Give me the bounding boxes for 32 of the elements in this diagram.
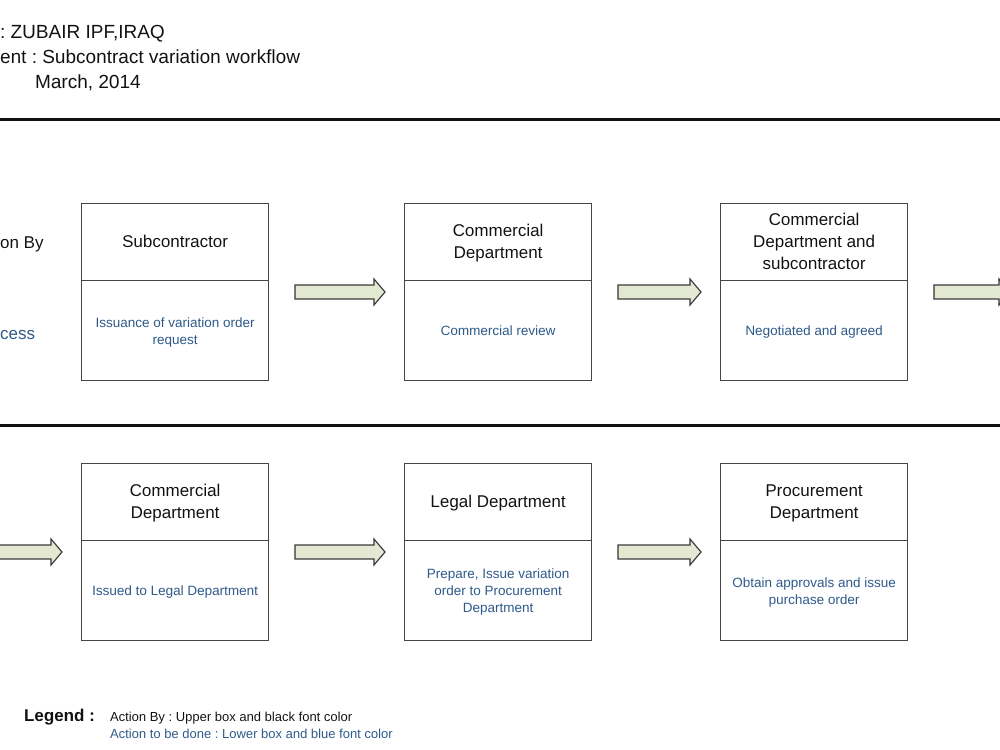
process-box — [404, 463, 592, 641]
block-arrow — [617, 537, 702, 567]
block-arrow — [933, 277, 1000, 307]
process-box — [404, 203, 592, 381]
action-text: Issued to Legal Department — [91, 582, 259, 600]
actor-text: Legal Department — [429, 491, 567, 513]
action-text: Prepare, Issue variation order to Procurement Department — [426, 565, 570, 617]
actor-text: Procurement Department — [764, 480, 864, 524]
action-text: Issuance of variation order request — [94, 314, 256, 349]
process-box — [720, 203, 908, 381]
legend-title: Legend : — [24, 706, 95, 726]
block-arrow — [294, 537, 386, 567]
title-text: : ZUBAIR IPF,IRAQ — [0, 22, 165, 44]
process-box — [81, 203, 269, 381]
actor-text: Commercial Department — [128, 480, 222, 524]
process-box — [720, 463, 908, 641]
action-text: Obtain approvals and issue purchase order — [731, 574, 897, 609]
process-box — [81, 463, 269, 641]
title-text: ent : Subcontract variation workflow — [0, 47, 300, 69]
legend-text: Action to be done : Lower box and blue font color — [110, 726, 393, 741]
action-text: Commercial review — [440, 322, 556, 340]
action-text: Negotiated and agreed — [744, 322, 884, 340]
block-arrow — [0, 537, 63, 567]
date-text: March, 2014 — [35, 72, 141, 94]
block-arrow — [617, 277, 702, 307]
block-arrow — [294, 277, 386, 307]
actor-text: Subcontractor — [121, 231, 229, 253]
actor-text: Commercial Department — [452, 220, 544, 264]
row-label: on By — [0, 233, 44, 253]
actor-text: Commercial Department and subcontractor — [752, 209, 876, 275]
row-label: cess — [0, 324, 35, 344]
legend-text: Action By : Upper box and black font color — [110, 709, 352, 724]
